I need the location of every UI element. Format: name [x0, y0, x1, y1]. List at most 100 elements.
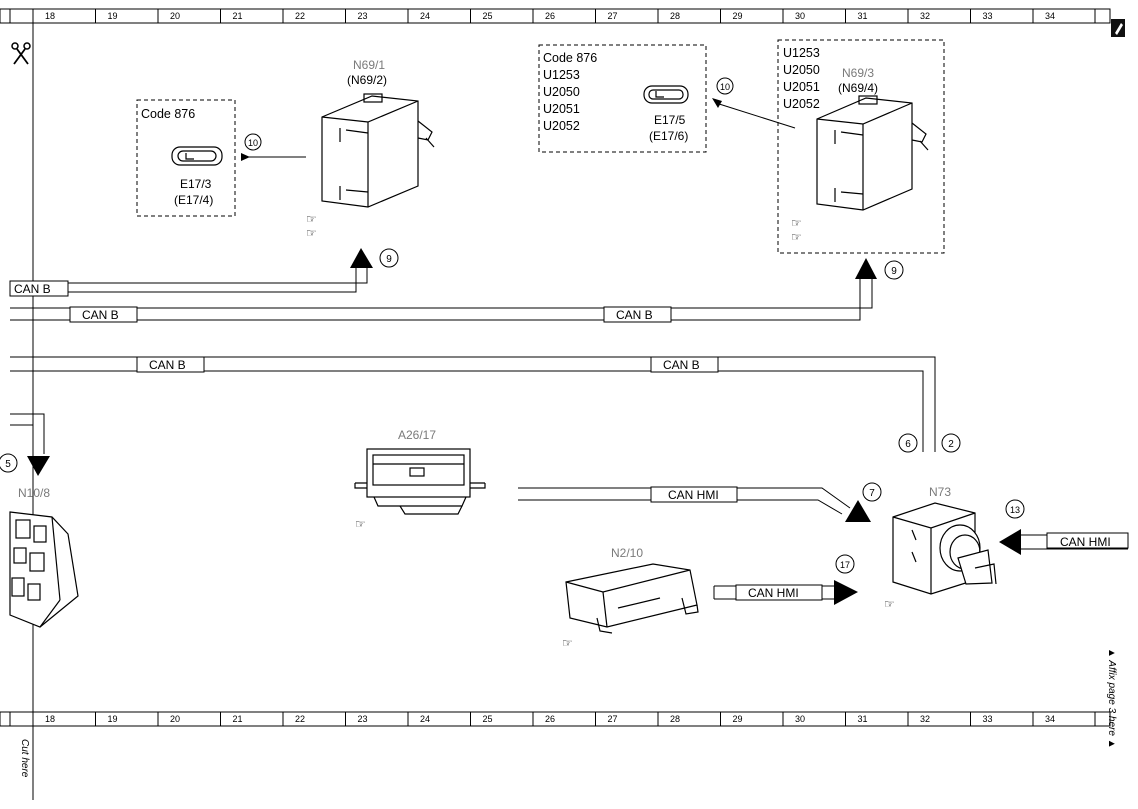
- code-line: U1253: [543, 68, 580, 82]
- code-box-left-label: Code 876: [141, 107, 195, 121]
- svg-text:6: 6: [905, 439, 911, 450]
- svg-text:CAN HMI: CAN HMI: [1060, 535, 1111, 549]
- n10-8-label: N10/8: [18, 486, 50, 500]
- pen-icon: [1111, 19, 1125, 37]
- ruler-tick-label: 34: [1045, 11, 1055, 21]
- ruler-tick-label: 33: [983, 11, 993, 21]
- code-line: U2052: [543, 119, 580, 133]
- svg-text:17: 17: [840, 560, 850, 570]
- ruler-tick-label: 31: [858, 714, 868, 724]
- code-line: U2051: [783, 80, 820, 94]
- ruler-tick-label: 30: [795, 11, 805, 21]
- callout-7: 7: [862, 482, 882, 502]
- e17-5-label: E17/5: [654, 113, 686, 127]
- n2-10-label: N2/10: [611, 546, 643, 560]
- ruler-tick-label: 20: [170, 11, 180, 21]
- ruler-tick-label: 22: [295, 11, 305, 21]
- pointing-hand-icon: ☞: [562, 636, 573, 650]
- pointing-hand-icon: ☞: [306, 212, 317, 226]
- callout-13: 13: [1005, 499, 1025, 519]
- module-n73: [892, 502, 997, 595]
- pointing-hand-icon: ☞: [791, 230, 802, 244]
- n69-1-alt-label: (N69/2): [347, 73, 387, 87]
- bus-label-can-hmi-3: CAN HMI: [1046, 532, 1129, 549]
- pointing-hand-icon: ☞: [791, 216, 802, 230]
- e17-3-alt-label: (E17/4): [174, 193, 213, 207]
- ruler-tick-label: 28: [670, 11, 680, 21]
- svg-text:5: 5: [5, 459, 11, 470]
- ruler-tick-label: 29: [733, 714, 743, 724]
- ruler-tick-label: 29: [733, 11, 743, 21]
- e17-5-alt-label: (E17/6): [649, 129, 688, 143]
- svg-text:10: 10: [248, 138, 258, 148]
- scissors-icon: [11, 42, 31, 65]
- callout-5: 5: [0, 453, 18, 473]
- ruler-tick-label: 23: [358, 11, 368, 21]
- bus-label-can-hmi-2: CAN HMI: [735, 584, 823, 601]
- module-n2-10: [565, 563, 699, 634]
- ruler-tick-label: 24: [420, 714, 430, 724]
- ruler-tick-label: 18: [45, 11, 55, 21]
- ruler-tick-label: 28: [670, 714, 680, 724]
- code-line: U2050: [783, 63, 820, 77]
- callout-10-left: 10: [244, 133, 262, 151]
- affix-page-label: ▲ Affix page 3 here ▲: [1106, 648, 1117, 749]
- svg-text:CAN HMI: CAN HMI: [748, 586, 799, 600]
- bus-label-can-b-3: CAN B: [603, 306, 672, 323]
- module-a26-17: [354, 448, 486, 515]
- code-line: Code 876: [543, 51, 597, 65]
- ruler-tick-label: 24: [420, 11, 430, 21]
- module-n69-1: [321, 93, 435, 208]
- ruler-tick-label: 18: [45, 714, 55, 724]
- svg-text:CAN B: CAN B: [149, 358, 186, 372]
- svg-text:9: 9: [386, 254, 392, 265]
- n73-label: N73: [929, 485, 951, 499]
- svg-text:CAN B: CAN B: [82, 308, 119, 322]
- ruler-tick-label: 22: [295, 714, 305, 724]
- ruler-tick-label: 26: [545, 714, 555, 724]
- pointing-hand-icon: ☞: [306, 226, 317, 240]
- callout-2: 2: [941, 433, 961, 453]
- svg-text:CAN B: CAN B: [663, 358, 700, 372]
- cut-here-label: Cut here: [19, 739, 30, 778]
- ruler-tick-label: 32: [920, 714, 930, 724]
- arrowheads: [27, 98, 1021, 605]
- bus-label-can-b-1: CAN B: [9, 280, 69, 297]
- n69-3-alt-label: (N69/4): [838, 81, 878, 95]
- n69-1-label: N69/1: [353, 58, 385, 72]
- a26-17-label: A26/17: [398, 428, 436, 442]
- n69-3-label: N69/3: [842, 66, 874, 80]
- callout-17: 17: [835, 554, 855, 574]
- bus-label-can-b-2: CAN B: [69, 306, 138, 323]
- code-line: U1253: [783, 46, 820, 60]
- callout-9-left: 9: [379, 248, 399, 268]
- code-line: U2050: [543, 85, 580, 99]
- ruler-tick-label: 21: [233, 11, 243, 21]
- module-n10-8: [9, 511, 79, 628]
- module-n69-3: [816, 95, 929, 211]
- svg-text:9: 9: [891, 266, 897, 277]
- svg-text:CAN B: CAN B: [616, 308, 653, 322]
- ruler-tick-label: 27: [608, 11, 618, 21]
- ruler-tick-label: 25: [483, 11, 493, 21]
- callout-6: 6: [898, 433, 918, 453]
- ruler-tick-label: 23: [358, 714, 368, 724]
- part-e17-5: [643, 85, 689, 104]
- ruler-tick-label: 27: [608, 714, 618, 724]
- bus-label-can-hmi-1: CAN HMI: [650, 486, 738, 503]
- code-box-left: [136, 99, 236, 217]
- svg-text:CAN B: CAN B: [14, 282, 51, 296]
- callout-10-middle: 10: [716, 77, 734, 95]
- ruler-tick-label: 30: [795, 714, 805, 724]
- pointing-hand-icon: ☞: [884, 597, 895, 611]
- ruler-tick-label: 19: [108, 714, 118, 724]
- svg-text:CAN HMI: CAN HMI: [668, 488, 719, 502]
- code-box-middle: [538, 44, 707, 153]
- ruler-tick-label: 20: [170, 714, 180, 724]
- code-line: U2052: [783, 97, 820, 111]
- ruler-tick-label: 21: [233, 714, 243, 724]
